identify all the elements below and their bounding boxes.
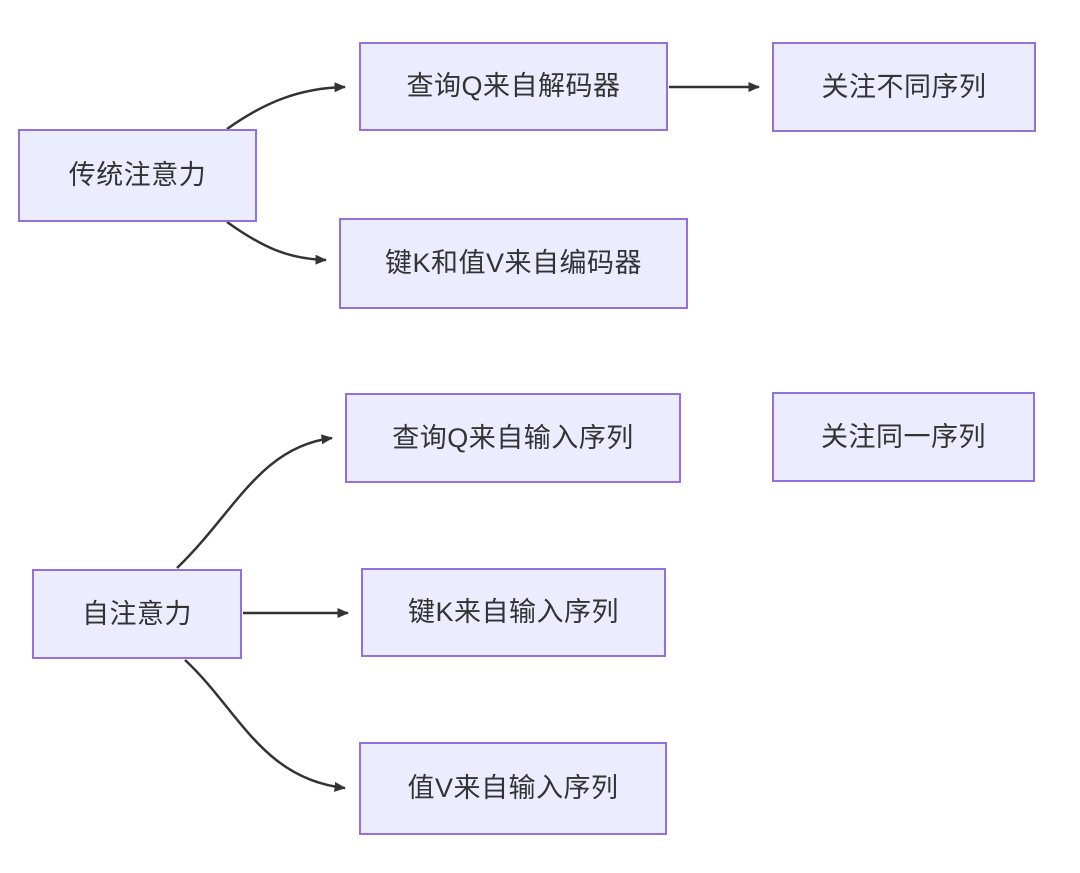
node-query-from-decoder: 查询Q来自解码器 [359, 42, 668, 131]
node-query-from-input: 查询Q来自输入序列 [345, 393, 681, 483]
edge-self-attention-to-value-from-input [184, 659, 346, 792]
node-value-from-input: 值V来自输入序列 [359, 742, 667, 835]
node-label: 关注同一序列 [821, 421, 986, 452]
node-traditional-attention: 传统注意力 [18, 129, 257, 222]
node-attend-same-seq: 关注同一序列 [772, 392, 1035, 482]
node-key-from-input: 键K来自输入序列 [361, 568, 666, 657]
node-self-attention: 自注意力 [32, 569, 242, 659]
node-label: 键K来自输入序列 [407, 597, 619, 628]
node-label: 关注不同序列 [821, 71, 987, 102]
node-label: 查询Q来自输入序列 [392, 422, 634, 453]
node-label: 键K和值V来自编码器 [384, 248, 643, 279]
edge-traditional-attention-to-query-from-decoder [226, 82, 346, 131]
node-key-value-from-encoder: 键K和值V来自编码器 [339, 218, 688, 309]
edge-traditional-attention-to-key-value-from-encoder [226, 220, 327, 265]
node-label: 传统注意力 [68, 160, 207, 191]
node-label: 值V来自输入序列 [407, 773, 619, 804]
node-attend-different-seq: 关注不同序列 [772, 42, 1036, 132]
edge-self-attention-to-query-from-input [176, 434, 333, 569]
node-label: 查询Q来自解码器 [406, 71, 621, 102]
node-label: 自注意力 [82, 598, 192, 629]
